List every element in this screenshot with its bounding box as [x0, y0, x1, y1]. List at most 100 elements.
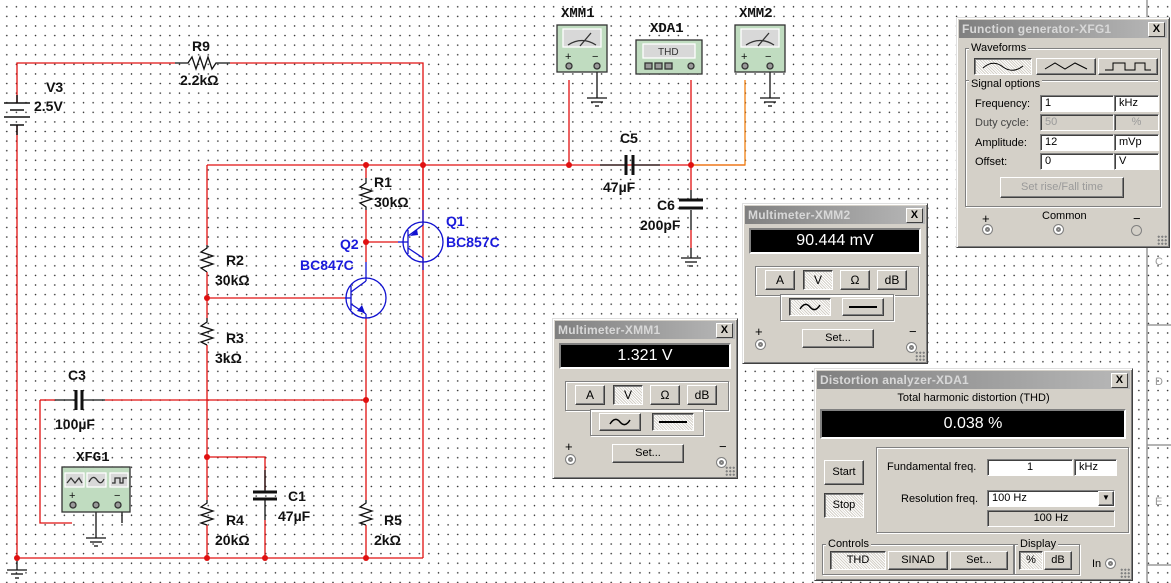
label-r4-value: 20kΩ: [215, 532, 250, 548]
fundamental-freq-unit[interactable]: kHz: [1074, 459, 1117, 476]
amplitude-unit[interactable]: mVp: [1114, 134, 1159, 151]
mode-db-button[interactable]: dB: [687, 385, 717, 405]
label-r5-value: 2kΩ: [374, 532, 401, 548]
instrument-xfg1[interactable]: [61, 466, 131, 513]
label-c1-value: 47µF: [278, 508, 311, 524]
distortion-analyzer-titlebar[interactable]: Distortion analyzer-XDA1 X: [817, 371, 1130, 389]
mode-ohmmeter-button[interactable]: Ω: [840, 270, 870, 290]
set-button[interactable]: Set...: [612, 444, 684, 463]
plus-label: +: [565, 439, 573, 454]
label-q2-value: BC847C: [300, 257, 354, 273]
mode-voltmeter-button[interactable]: V: [803, 270, 833, 290]
multimeter-xmm1-window[interactable]: Multimeter-XMM1 X 1.321 V A V Ω dB + Set…: [552, 318, 738, 479]
label-v3-ref: V3: [46, 79, 63, 95]
function-generator-titlebar[interactable]: Function generator-XFG1 X: [959, 20, 1167, 38]
sinad-button[interactable]: SINAD: [888, 551, 948, 570]
chevron-down-icon[interactable]: ▼: [1098, 491, 1114, 506]
terminal-plus[interactable]: [565, 454, 576, 465]
terminal-in[interactable]: [1105, 558, 1116, 569]
mode-ammeter-button[interactable]: A: [765, 270, 795, 290]
terminal-plus[interactable]: [982, 224, 993, 235]
signal-options-label: Signal options: [969, 78, 1043, 90]
mode-voltmeter-button[interactable]: V: [613, 385, 643, 405]
resolution-freq-select[interactable]: 100 Hz ▼: [987, 490, 1115, 507]
terminal-plus[interactable]: [755, 339, 766, 350]
multimeter-xmm2-titlebar[interactable]: Multimeter-XMM2 X: [745, 206, 925, 224]
label-r3-ref: R3: [226, 330, 244, 346]
resolution-freq-value: 100 Hz: [992, 492, 1027, 504]
instrument-xmm1[interactable]: [556, 24, 608, 73]
resize-grip[interactable]: [1120, 568, 1130, 578]
terminal-minus[interactable]: [1131, 225, 1142, 236]
q1-arrow: [410, 229, 418, 236]
offset-input[interactable]: 0: [1040, 153, 1114, 170]
multimeter-xmm1-titlebar[interactable]: Multimeter-XMM1 X: [555, 321, 735, 339]
close-button[interactable]: X: [1111, 373, 1128, 388]
xda1-screen-text: THD: [658, 47, 679, 58]
stop-button[interactable]: Stop: [824, 493, 864, 518]
close-icon: X: [720, 324, 729, 336]
square-wave-icon: [1105, 62, 1151, 71]
percent-button[interactable]: %: [1019, 551, 1043, 570]
multimeter-xmm1-title: Multimeter-XMM1: [558, 323, 661, 337]
label-r4-ref: R4: [226, 512, 244, 528]
close-button[interactable]: X: [716, 323, 733, 338]
xmm2-plus: +: [741, 51, 747, 63]
frequency-input[interactable]: 1: [1040, 95, 1114, 112]
mode-db-button[interactable]: dB: [877, 270, 907, 290]
dc-coupling-button[interactable]: [652, 413, 694, 431]
start-button[interactable]: Start: [824, 460, 864, 485]
frequency-unit[interactable]: kHz: [1114, 95, 1159, 112]
terminal-common[interactable]: [1053, 224, 1064, 235]
offset-label: Offset:: [975, 156, 1008, 168]
border-letter-c: C: [1155, 256, 1163, 268]
label-r2-value: 30kΩ: [215, 272, 250, 288]
db-button[interactable]: dB: [1044, 551, 1072, 570]
terminal-minus-label: −: [1133, 211, 1141, 226]
ac-coupling-button[interactable]: [789, 298, 831, 316]
function-generator-window[interactable]: Function generator-XFG1 X Waveforms Sign…: [956, 17, 1170, 248]
function-generator-title: Function generator-XFG1: [962, 22, 1112, 36]
waveform-triangle-button[interactable]: [1036, 58, 1096, 75]
border-letter-d: D: [1155, 376, 1163, 388]
set-button[interactable]: Set...: [950, 551, 1008, 570]
fundamental-freq-input[interactable]: 1: [987, 459, 1073, 476]
dc-line-icon: [849, 306, 877, 308]
label-xfg1: XFG1: [76, 450, 110, 466]
mode-ohmmeter-button[interactable]: Ω: [650, 385, 680, 405]
set-button[interactable]: Set...: [802, 329, 874, 348]
offset-unit[interactable]: V: [1114, 153, 1159, 170]
set-rise-fall-time-button[interactable]: Set rise/Fall time: [1000, 177, 1124, 198]
label-r3-value: 3kΩ: [215, 350, 242, 366]
resize-grip[interactable]: [725, 466, 735, 476]
frequency-label: Frequency:: [975, 98, 1031, 110]
duty-cycle-input[interactable]: 50: [1040, 114, 1114, 131]
duty-cycle-unit[interactable]: %: [1114, 114, 1159, 131]
transistor-q1: [398, 210, 444, 270]
mode-ammeter-button[interactable]: A: [575, 385, 605, 405]
distortion-analyzer-window[interactable]: Distortion analyzer-XDA1 X Total harmoni…: [814, 368, 1133, 581]
multimeter-xmm2-title: Multimeter-XMM2: [748, 208, 851, 222]
waveform-square-button[interactable]: [1098, 58, 1158, 75]
close-button[interactable]: X: [1148, 22, 1165, 37]
multimeter-xmm2-window[interactable]: Multimeter-XMM2 X 90.444 mV A V Ω dB + S…: [742, 203, 928, 364]
thd-button[interactable]: THD: [830, 551, 886, 570]
ac-wave-icon: [609, 418, 631, 426]
label-r1-ref: R1: [374, 174, 392, 190]
resize-grip[interactable]: [1157, 235, 1167, 245]
close-button[interactable]: X: [906, 208, 923, 223]
amplitude-input[interactable]: 12: [1040, 134, 1114, 151]
waveform-sine-button[interactable]: [974, 58, 1032, 75]
ac-coupling-button[interactable]: [599, 413, 641, 431]
capacitor-plates: [74, 155, 703, 501]
terminal-minus[interactable]: [906, 342, 917, 353]
separator: [966, 80, 1158, 82]
resize-grip[interactable]: [915, 351, 925, 361]
xmm2-minus: −: [765, 51, 771, 63]
display-label: Display: [1018, 538, 1059, 550]
dc-coupling-button[interactable]: [842, 298, 884, 316]
instrument-xmm2[interactable]: [734, 24, 786, 73]
instrument-xda1[interactable]: [635, 39, 703, 75]
terminal-minus[interactable]: [716, 457, 727, 468]
